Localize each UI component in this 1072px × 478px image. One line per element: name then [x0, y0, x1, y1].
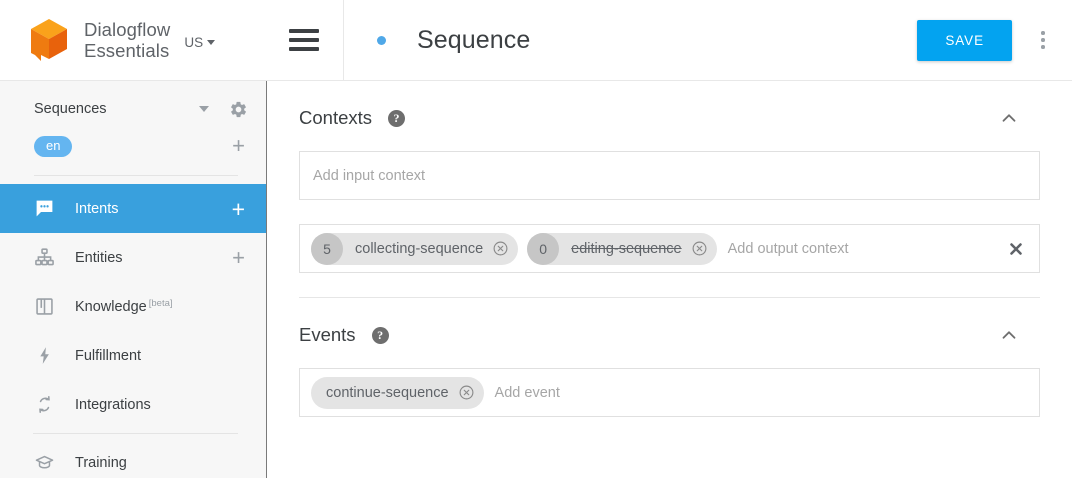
region-selector[interactable]: US — [184, 34, 216, 50]
gear-icon[interactable] — [229, 100, 248, 119]
output-context-placeholder: Add output context — [727, 240, 849, 257]
events-placeholder: Add event — [494, 384, 560, 401]
help-circle-icon[interactable]: ? — [371, 326, 389, 344]
sidebar-item-knowledge[interactable]: Knowledge [beta] — [0, 282, 267, 331]
sidebar-item-label: Integrations — [75, 396, 151, 413]
sidebar-item-integrations[interactable]: Integrations — [0, 380, 267, 429]
chevron-up-icon[interactable] — [998, 107, 1020, 129]
agent-name[interactable]: Sequences — [34, 101, 107, 117]
section-title: Contexts — [299, 107, 373, 128]
status-dot — [377, 35, 386, 45]
output-context-field[interactable]: 5 collecting-sequence 0 editing-sequence — [299, 224, 1040, 273]
output-context-chip[interactable]: 0 editing-sequence — [527, 232, 717, 265]
remove-circle-icon[interactable] — [492, 240, 509, 257]
chip-lifespan-badge: 5 — [311, 232, 343, 265]
beta-badge: [beta] — [148, 297, 173, 309]
chat-bubble-icon — [33, 198, 55, 220]
topbar-separator — [343, 0, 344, 81]
sidebar-item-entities[interactable]: Entities + — [0, 233, 267, 282]
lightning-bolt-icon — [33, 345, 55, 367]
brand-name-line1: Dialogflow — [84, 19, 171, 40]
dialogflow-cube-logo — [27, 17, 71, 63]
nav-divider — [33, 433, 238, 434]
save-button[interactable]: SAVE — [917, 19, 1012, 61]
sidebar-item-intents[interactable]: Intents + — [0, 184, 267, 233]
contexts-header: Contexts ? — [299, 107, 1040, 129]
chip-label: editing-sequence — [571, 240, 682, 257]
add-entity-button[interactable]: + — [232, 244, 245, 270]
remove-circle-icon[interactable] — [458, 384, 475, 401]
events-section: Events ? continue-sequence — [299, 298, 1040, 417]
language-row: en + — [0, 128, 267, 164]
caret-down-icon — [207, 39, 216, 45]
chevron-up-icon[interactable] — [998, 324, 1020, 346]
language-chip-en[interactable]: en — [34, 135, 73, 157]
sidebar-item-label: Knowledge [beta] — [75, 297, 245, 315]
chip-label: continue-sequence — [326, 384, 449, 401]
sidebar-item-label: Training — [75, 454, 127, 471]
add-intent-button[interactable]: + — [231, 195, 245, 222]
content-area: Contexts ? Add input context 5 co — [267, 81, 1072, 478]
output-context-chip[interactable]: 5 collecting-sequence — [311, 232, 519, 265]
help-circle-icon[interactable]: ? — [388, 109, 406, 127]
sidebar-item-label: Intents — [75, 200, 119, 217]
close-x-icon[interactable] — [1007, 240, 1025, 258]
kebab-menu-icon[interactable] — [1028, 31, 1058, 49]
caret-down-icon[interactable] — [199, 106, 209, 112]
agent-selector-row: Sequences — [0, 90, 267, 128]
chip-lifespan-badge: 0 — [527, 232, 560, 265]
input-context-field[interactable]: Add input context — [299, 151, 1040, 200]
event-chip[interactable]: continue-sequence — [311, 376, 484, 409]
chip-label: collecting-sequence — [355, 240, 484, 257]
region-label: US — [184, 34, 204, 50]
section-title: Events — [299, 324, 356, 345]
input-context-placeholder: Add input context — [313, 167, 426, 184]
sidebar-item-fulfillment[interactable]: Fulfillment — [0, 331, 267, 380]
brand-name-line2: Essentials — [84, 40, 170, 61]
graduation-cap-icon — [33, 452, 55, 474]
sidebar-nav: Intents + Entities + — [0, 184, 267, 478]
sidebar-item-text: Knowledge — [75, 298, 147, 315]
section-divider — [299, 297, 1040, 298]
events-field[interactable]: continue-sequence Add event — [299, 368, 1040, 417]
main-panel: Sequence SAVE Contexts ? — [267, 0, 1072, 478]
sidebar-item-training[interactable]: Training — [0, 438, 267, 478]
add-language-button[interactable]: + — [232, 133, 245, 158]
brand-name: Dialogflow Essentials — [71, 19, 170, 61]
remove-circle-icon[interactable] — [691, 240, 708, 257]
sidebar-item-label: Entities — [75, 249, 123, 266]
sidebar: Dialogflow Essentials US Sequences en + — [0, 0, 274, 478]
hamburger-menu-icon[interactable] — [289, 29, 319, 51]
sidebar-item-label: Fulfillment — [75, 347, 142, 364]
sidebar-divider — [34, 175, 238, 176]
refresh-arrows-icon — [33, 394, 55, 416]
book-icon — [33, 296, 55, 318]
top-bar: Sequence SAVE — [267, 0, 1072, 81]
page-title: Sequence — [417, 25, 531, 54]
events-header: Events ? — [299, 324, 1040, 346]
hierarchy-icon — [33, 247, 55, 269]
contexts-section: Contexts ? Add input context 5 co — [299, 81, 1040, 298]
brand-header: Dialogflow Essentials US — [0, 0, 267, 81]
